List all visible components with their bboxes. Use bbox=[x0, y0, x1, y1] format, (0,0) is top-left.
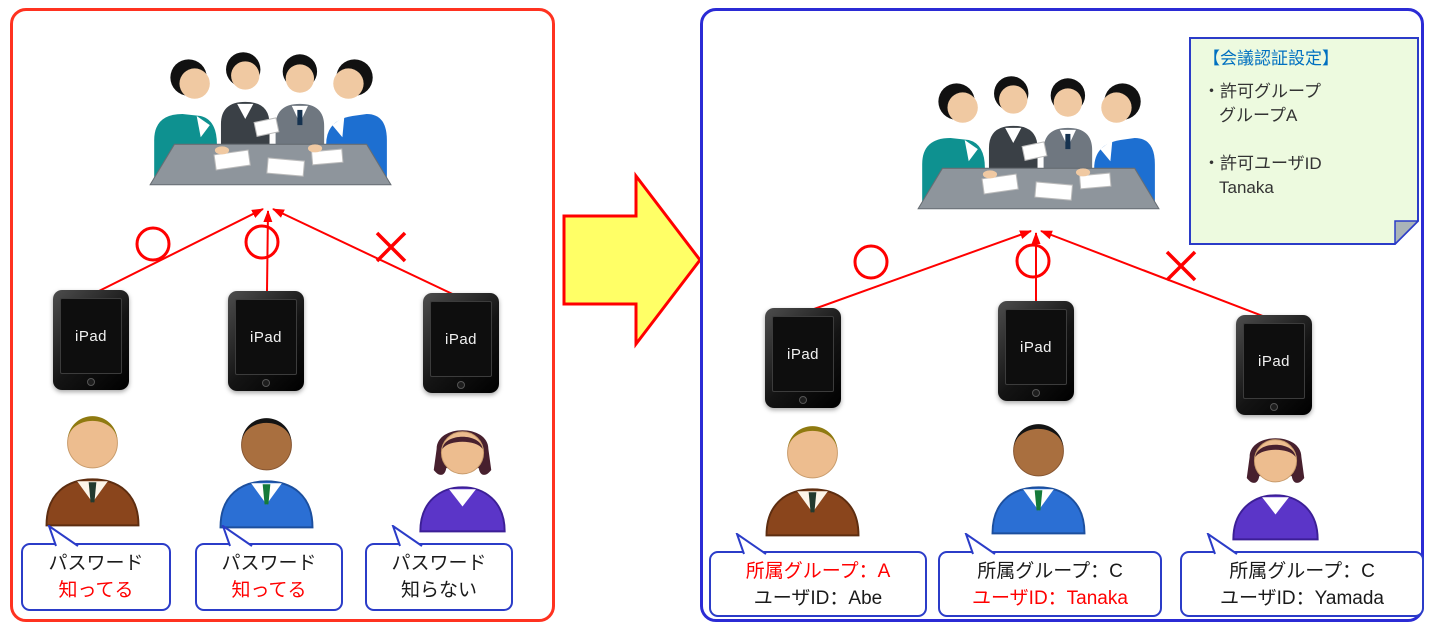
ipad-device: iPad bbox=[423, 293, 499, 393]
bubble-line2: 知らない bbox=[400, 580, 477, 601]
deny-cross bbox=[1165, 250, 1197, 282]
connection-line bbox=[1040, 230, 1274, 321]
after-panel: 【会議認証設定】 ・許可グループ グループA ・許可ユーザID Tanaka i… bbox=[700, 8, 1424, 622]
meeting-illustration bbox=[917, 75, 1160, 210]
allow-circle bbox=[853, 244, 889, 280]
user-avatar-blue-suit bbox=[991, 423, 1086, 535]
user-info-label: 所属グループ：C ユーザID：Tanaka bbox=[938, 533, 1162, 617]
bubble-tail bbox=[964, 533, 996, 555]
bubble-tail bbox=[1206, 533, 1238, 555]
ipad-screen: iPad bbox=[235, 299, 297, 375]
allow-circle bbox=[244, 224, 280, 260]
note-item-value: グループA bbox=[1219, 106, 1298, 125]
ipad-screen: iPad bbox=[1243, 323, 1305, 399]
ipad-home-button bbox=[1032, 389, 1040, 397]
userid-line: ユーザID：Abe bbox=[753, 588, 883, 609]
password-bubble: パスワード 知ってる bbox=[195, 525, 343, 611]
userid-line: ユーザID：Tanaka bbox=[972, 588, 1128, 609]
ipad-device: iPad bbox=[765, 308, 841, 408]
connection-line bbox=[263, 210, 273, 292]
ipad-home-button bbox=[1270, 403, 1278, 411]
ipad-label: iPad bbox=[74, 327, 108, 345]
note-background bbox=[1189, 37, 1419, 245]
ipad-label: iPad bbox=[1019, 338, 1053, 356]
user-avatar-brown-suit bbox=[765, 425, 860, 537]
ipad-label: iPad bbox=[1257, 352, 1291, 370]
bubble-tail bbox=[221, 525, 253, 547]
ipad-label: iPad bbox=[249, 328, 283, 346]
ipad-home-button bbox=[799, 396, 807, 404]
ipad-device: iPad bbox=[53, 290, 129, 390]
ipad-home-button bbox=[262, 379, 270, 387]
connection-line bbox=[92, 208, 264, 295]
ipad-label: iPad bbox=[444, 330, 478, 348]
user-avatar-purple-top bbox=[419, 429, 506, 533]
connection-line bbox=[272, 208, 464, 300]
user-avatar-purple-top bbox=[1232, 437, 1319, 541]
userid-line: ユーザID：Yamada bbox=[1220, 588, 1384, 609]
ipad-device: iPad bbox=[1236, 315, 1312, 415]
connection-line bbox=[802, 230, 1032, 314]
connection-lines-right bbox=[802, 230, 1274, 321]
bubble-tail bbox=[47, 525, 79, 547]
bubble-line1: パスワード bbox=[221, 553, 317, 574]
note-item-label: ・許可グループ bbox=[1203, 82, 1321, 101]
bubble-line2: 知ってる bbox=[58, 580, 134, 601]
ipad-home-button bbox=[87, 378, 95, 386]
ipad-screen: iPad bbox=[60, 298, 122, 374]
before-panel: iPad iPad iPad パスワード 知ってる パスワード 知ってる パスワ… bbox=[10, 8, 555, 622]
note-title: 【会議認証設定】 bbox=[1203, 49, 1339, 68]
note-item-label: ・許可ユーザID bbox=[1203, 154, 1322, 173]
user-avatar-brown-suit bbox=[45, 415, 140, 527]
bubble-tail bbox=[735, 533, 767, 555]
auth-settings-note: 【会議認証設定】 ・許可グループ グループA ・許可ユーザID Tanaka bbox=[1189, 37, 1419, 245]
transition-arrow bbox=[562, 171, 702, 349]
allow-circle bbox=[1015, 243, 1051, 279]
ipad-screen: iPad bbox=[772, 316, 834, 392]
group-line: 所属グループ：A bbox=[745, 561, 891, 582]
password-bubble: パスワード 知らない bbox=[365, 525, 513, 611]
ipad-label: iPad bbox=[786, 345, 820, 363]
ipad-screen: iPad bbox=[1005, 309, 1067, 385]
ipad-device: iPad bbox=[228, 291, 304, 391]
password-bubble: パスワード 知ってる bbox=[21, 525, 171, 611]
ipad-device: iPad bbox=[998, 301, 1074, 401]
deny-cross bbox=[375, 231, 407, 263]
allow-circle bbox=[135, 226, 171, 262]
ipad-home-button bbox=[457, 381, 465, 389]
bubble-line2: 知ってる bbox=[231, 580, 307, 601]
bubble-line1: パスワード bbox=[48, 553, 144, 574]
ipad-screen: iPad bbox=[430, 301, 492, 377]
bubble-line1: パスワード bbox=[391, 553, 487, 574]
user-info-label: 所属グループ：C ユーザID：Yamada bbox=[1180, 533, 1424, 617]
user-avatar-blue-suit bbox=[219, 417, 314, 529]
group-line: 所属グループ：C bbox=[1229, 561, 1375, 582]
bubble-tail bbox=[391, 525, 423, 547]
connection-lines-left bbox=[92, 208, 464, 300]
note-item-value: Tanaka bbox=[1219, 178, 1274, 197]
user-info-label: 所属グループ：A ユーザID：Abe bbox=[709, 533, 927, 617]
meeting-illustration bbox=[149, 51, 392, 186]
group-line: 所属グループ：C bbox=[977, 561, 1123, 582]
